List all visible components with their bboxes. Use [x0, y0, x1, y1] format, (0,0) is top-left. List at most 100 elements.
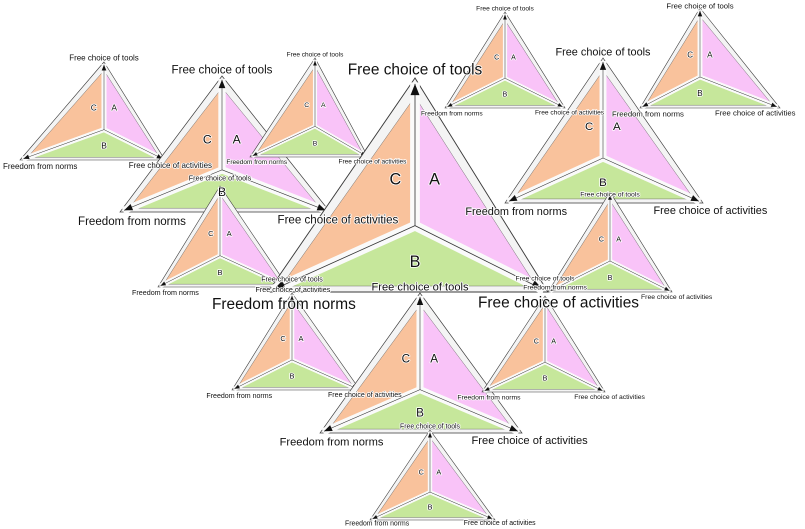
triangle-diagram: [504, 57, 704, 205]
axis-arrow-line: [414, 225, 543, 290]
arrowhead-icon: [770, 102, 777, 107]
region-b-label: B: [290, 372, 295, 381]
label-free-choice-of-tools: Free choice of tools: [69, 53, 139, 62]
label-freedom-from-norms: Freedom from norms: [612, 110, 684, 119]
region-a-label: A: [321, 102, 326, 109]
label-free-choice-of-tools: Free choice of tools: [515, 276, 575, 283]
label-freedom-from-norms: Freedom from norms: [345, 521, 410, 528]
arrowhead-icon: [642, 102, 649, 107]
arrowhead-icon: [508, 195, 518, 202]
shape-layer: [19, 7, 781, 522]
axis-arrow-line: [252, 126, 316, 156]
region-c-label: C: [390, 170, 402, 188]
region-c-label: C: [402, 353, 410, 366]
label-freedom-from-norms: Freedom from norms: [78, 216, 186, 228]
axis-arrow-line: [23, 129, 105, 160]
triangle-diagram: [231, 292, 361, 392]
region-a-label: A: [511, 55, 516, 62]
region-b-label: B: [697, 89, 702, 98]
region-a-label: A: [233, 133, 242, 147]
triangle-diagram: [319, 292, 523, 435]
label-freedom-from-norms: Freedom from norms: [132, 289, 199, 297]
label-free-choice-of-activities: Free choice of activities: [256, 286, 331, 294]
arrowhead-icon: [124, 203, 134, 211]
axis-arrow-line: [544, 362, 603, 392]
arrowhead-icon: [23, 154, 30, 159]
region-b-label: B: [101, 140, 107, 150]
arrowhead-icon: [550, 286, 556, 291]
region-a-label: A: [707, 51, 713, 60]
arrowhead-icon: [428, 432, 432, 438]
axis-arrow-line: [103, 129, 163, 160]
label-freedom-from-norms: Freedom from norms: [212, 296, 356, 313]
region-a-label: A: [616, 235, 621, 244]
label-free-choice-of-tools: Free choice of tools: [287, 52, 344, 59]
label-free-choice-of-activities: Free choice of activities: [339, 159, 408, 166]
region-c-label: C: [585, 121, 593, 133]
label-free-choice-of-tools: Free choice of tools: [580, 192, 640, 199]
arrowhead-icon: [218, 79, 226, 89]
label-free-choice-of-activities: Free choice of activities: [472, 435, 589, 447]
arrowhead-icon: [252, 152, 258, 156]
axis-arrow-line: [234, 359, 293, 390]
label-free-choice-of-activities: Free choice of activities: [715, 109, 796, 118]
label-freedom-from-norms: Freedom from norms: [3, 162, 77, 171]
label-free-choice-of-activities: Free choice of activities: [328, 392, 402, 399]
axis-arrow-line: [291, 359, 358, 390]
region-c-label: C: [203, 133, 212, 147]
axis-arrow-line: [419, 389, 519, 432]
arrowhead-icon: [447, 102, 453, 107]
region-b-label: B: [217, 268, 222, 277]
label-freedom-from-norms: Freedom from norms: [280, 436, 384, 448]
triangle-diagram: [119, 75, 331, 215]
arrowhead-icon: [316, 204, 326, 211]
arrowhead-icon: [289, 295, 295, 301]
triangle-diagram: [369, 429, 496, 522]
region-c-label: C: [599, 235, 604, 244]
region-c-label: C: [534, 338, 539, 346]
label-freedom-from-norms: Freedom from norms: [206, 393, 272, 400]
axis-arrow-line: [123, 169, 223, 211]
arrowhead-icon: [101, 64, 107, 71]
axis-arrow-line: [550, 260, 611, 291]
label-free-choice-of-tools: Free choice of tools: [348, 62, 483, 79]
label-freedom-from-norms: Freedom from norms: [457, 394, 521, 401]
arrowhead-icon: [160, 281, 167, 286]
label-free-choice-of-tools: Free choice of tools: [476, 6, 534, 13]
triangle-diagram: [639, 7, 781, 110]
arrowhead-icon: [324, 425, 333, 432]
region-a-label: A: [551, 338, 556, 346]
triangle-diagram: [547, 191, 673, 294]
region-a-label: A: [430, 353, 438, 366]
label-free-choice-of-activities: Free choice of activities: [129, 161, 212, 170]
axis-arrow-line: [160, 255, 221, 286]
axis-arrow-line: [273, 225, 416, 290]
region-c-label: C: [687, 51, 693, 60]
arrowhead-icon: [234, 384, 240, 389]
arrowhead-icon: [697, 10, 703, 17]
axis-arrow-line: [508, 157, 604, 202]
arrowhead-icon: [487, 515, 493, 519]
label-free-choice-of-tools: Free choice of tools: [555, 47, 651, 59]
label-free-choice-of-tools: Free choice of tools: [666, 1, 733, 10]
triangle-diagram: [249, 57, 369, 158]
arrowhead-icon: [599, 62, 607, 70]
axis-arrow-line: [642, 76, 701, 107]
triangle-diagram: [444, 11, 566, 109]
arrowhead-icon: [690, 195, 699, 202]
region-b-label: B: [599, 177, 607, 189]
arrowhead-icon: [410, 83, 420, 96]
label-free-choice-of-activities: Free choice of activities: [464, 520, 536, 527]
axis-arrow-line: [447, 78, 506, 108]
label-freedom-from-norms: Freedom from norms: [523, 285, 587, 292]
arrowhead-icon: [543, 298, 547, 304]
axis-arrow-line: [323, 389, 421, 432]
